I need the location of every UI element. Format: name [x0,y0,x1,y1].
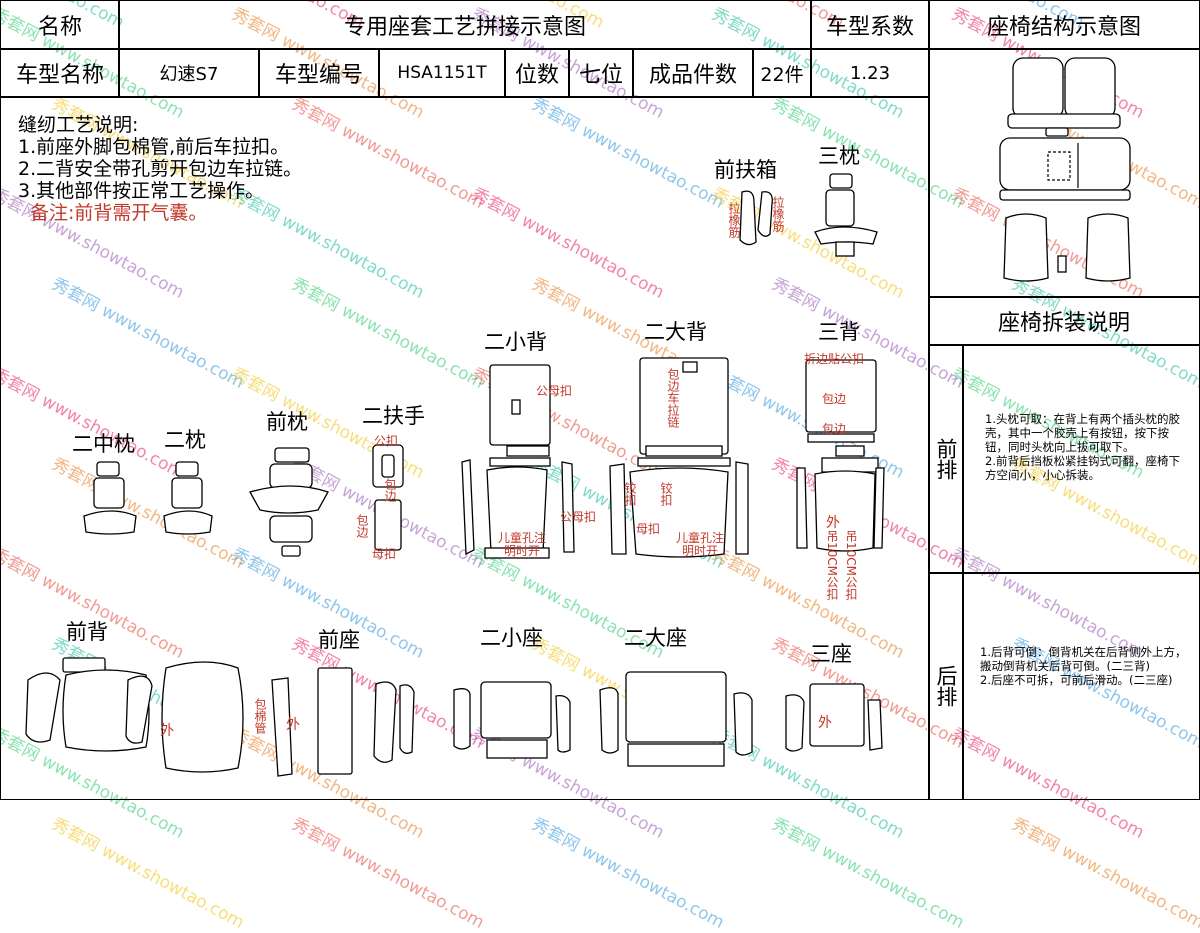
seats-cell: 七位 [568,48,634,98]
note-item-2: 2.二背安全带孔剪开包边车拉链。 [18,158,303,180]
name-label-cell: 名称 [0,0,120,50]
annot-cotton-edge: 包棉管 [253,698,267,734]
rear-row-instructions: 1.后背可倒：倒背机关在后背侧外上方，搬动倒背机关后背可倒。(二三背) 2.后座… [980,645,1187,687]
struct-title-cell: 座椅结构示意图 [928,0,1200,50]
annot-pull-elastic-right: 拉橡筋 [771,196,785,232]
disassembly-title-cell: 座椅拆装说明 [928,296,1200,346]
label-second-pillow: 二枕 [164,428,206,452]
watermark-text: 秀套网 www.showtao.com [48,814,248,933]
pieces-label-cell: 成品件数 [632,48,754,98]
label-third-seat: 三座 [810,642,852,666]
annot-male-female-clip-1: 公母扣 [536,384,573,398]
second-mid-pillow-pieces [83,461,137,535]
annot-edge-1: 包边 [822,392,847,406]
label-second-big-seat: 二大座 [624,626,687,650]
label-third-back: 三背 [818,320,860,344]
annot-mother-clip-armrest: 母扣 [372,547,397,561]
coef-label-cell: 车型系数 [810,0,930,50]
label-front-seat: 前座 [318,628,360,652]
model-name-cell: 幻速S7 [118,48,260,98]
annot-hinge-clip-right: 铰扣 [659,482,673,506]
pieces-cell: 22件 [752,48,812,98]
rear-row-label-cell: 后排 [928,572,964,800]
third-seat-pieces [785,683,883,752]
annot-male-clip-armrest: 公扣 [374,434,399,448]
model-name-label-cell: 车型名称 [0,48,120,98]
front-row-label-cell: 前排 [928,344,964,574]
label-second-small-seat: 二小座 [480,626,543,650]
label-third-pillow: 三枕 [818,144,860,168]
note-item-3: 3.其他部件按正常工艺操作。 [18,180,265,202]
front-box-pieces [739,190,773,246]
front-row-instructions: 1.头枕可取：在背上有两个插头枕的胶壳，其中一个胶壳上有按钮，按下按钮，同时头枕… [985,412,1180,482]
annot-male-female-clip-2: 公母扣 [560,510,597,524]
annot-outer-front-seat: 外 [286,717,300,733]
second-big-seat-pieces [599,671,753,767]
second-small-back-pieces [461,364,575,559]
label-front-pillow: 前枕 [266,410,308,434]
watermark-text: 秀套网 www.showtao.com [768,814,968,933]
third-pillow-pieces [814,173,878,257]
front-seat-pieces [161,661,415,777]
annot-outer-front-back: 外 [160,723,174,739]
label-front-box: 前扶箱 [714,158,777,182]
watermark-text: 秀套网 www.showtao.com [528,814,728,933]
model-code-label-cell: 车型编号 [258,48,380,98]
annot-edge-zipper: 包边车拉链 [666,368,680,428]
watermark-text: 秀套网 www.showtao.com [1008,814,1200,933]
annot-hang-clip-left: 吊10CM公扣 [825,530,839,601]
label-second-armrest: 二扶手 [362,404,425,428]
coef-value-cell: 1.23 [810,48,930,98]
annot-hinge-clip-left: 铰扣 [623,482,637,506]
seats-label-cell: 位数 [504,48,570,98]
second-armrest-pieces [372,444,404,551]
notes-remark: 备注:前背需开气囊。 [30,202,208,224]
annot-edge-armrest-2: 包边 [355,514,369,538]
page-title: 专用座套工艺拼接示意图 [118,0,812,50]
watermark-text: 秀套网 www.showtao.com [288,814,488,933]
annot-mother-clip-back: 母扣 [636,522,661,536]
annot-edge-armrest: 包边 [383,478,397,502]
label-second-mid-pillow: 二中枕 [72,432,135,456]
front-back-pieces [25,657,153,752]
notes-heading: 缝纫工艺说明: [18,114,139,136]
second-small-seat-pieces [453,681,571,759]
annot-child-hole-1: 儿童孔注明时开 [497,531,546,558]
label-front-back: 前背 [66,620,108,644]
annot-pull-elastic-left: 拉橡筋 [727,202,741,238]
annot-outer-third-seat: 外 [818,715,832,731]
annot-outer-third-back: 外 [826,515,840,531]
annot-edge-2: 包边 [822,422,847,436]
pattern-pieces [25,173,885,777]
label-second-big-back: 二大背 [644,320,707,344]
note-item-1: 1.前座外脚包棉管,前后车拉扣。 [18,136,290,158]
seat-structure-illustration [999,57,1131,282]
annot-hang-clip-right: 吊10CM公扣 [844,530,858,601]
second-pillow-pieces [163,461,213,535]
annot-fold-edge: 折边贴公扣 [804,352,865,366]
sewing-notes: 缝纫工艺说明: 1.前座外脚包棉管,前后车拉扣。 2.二背安全带孔剪开包边车拉链… [18,114,302,224]
model-code-cell: HSA1151T [378,48,506,98]
label-second-small-back: 二小背 [484,330,547,354]
front-pillow-pieces [249,447,329,557]
annot-child-hole-2: 儿童孔注明时开 [675,531,724,558]
second-big-back-pieces [609,357,749,558]
third-back-pieces [796,359,885,552]
